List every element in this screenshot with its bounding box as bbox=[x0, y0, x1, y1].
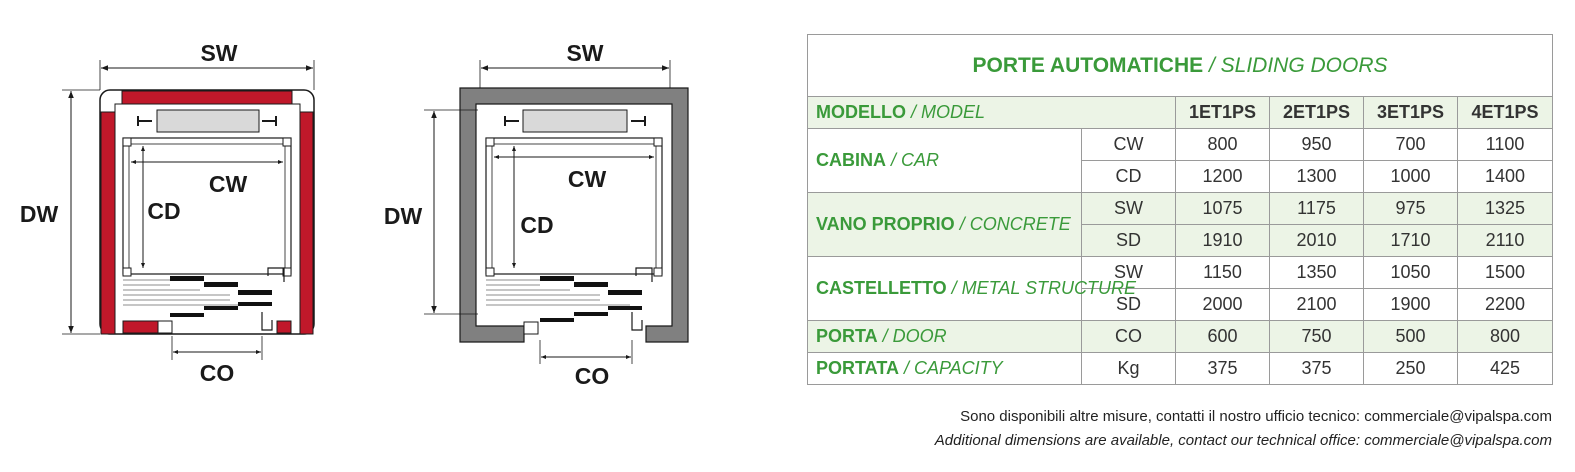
value-cell: 1400 bbox=[1456, 160, 1554, 193]
value-cell: 375 bbox=[1269, 352, 1364, 385]
table-row: CASTELLETTO / METAL STRUCTURE SW 1150 13… bbox=[807, 256, 1554, 321]
value-cell: 1325 bbox=[1456, 192, 1554, 225]
group-label-sub: / CAPACITY bbox=[899, 358, 1003, 378]
header-label: MODELLO / MODEL bbox=[807, 96, 1176, 129]
table-title-main: PORTE AUTOMATICHE bbox=[972, 53, 1204, 77]
value-cell: 250 bbox=[1363, 352, 1458, 385]
cw-label: CW bbox=[209, 171, 248, 197]
value-cell: 1000 bbox=[1363, 160, 1458, 193]
value-cell: 2110 bbox=[1456, 224, 1554, 257]
value-cell: 800 bbox=[1175, 128, 1270, 161]
value-cell: 375 bbox=[1175, 352, 1270, 385]
sliding-doors-spec-table: PORTE AUTOMATICHE / SLIDING DOORS MODELL… bbox=[806, 34, 1554, 385]
cd-label: CD bbox=[520, 212, 553, 238]
value-cell: 750 bbox=[1269, 320, 1364, 353]
value-cell: 800 bbox=[1456, 320, 1554, 353]
co-label: CO bbox=[200, 360, 235, 386]
model-header: 1ET1PS bbox=[1175, 96, 1270, 129]
diagram-metal-structure: SW DW CW CD CO bbox=[384, 40, 689, 389]
co-label: CO bbox=[575, 363, 610, 389]
group-label-main: PORTA bbox=[816, 326, 878, 346]
diagram-concrete-shaft: SW DW CW CD CO bbox=[20, 40, 315, 386]
value-cell: 500 bbox=[1363, 320, 1458, 353]
value-cell: 1900 bbox=[1363, 288, 1458, 321]
table-row: SD 2000 2100 1900 2200 bbox=[808, 288, 1554, 321]
value-cell: 1150 bbox=[1175, 256, 1270, 289]
value-cell: 1075 bbox=[1175, 192, 1270, 225]
value-cell: 950 bbox=[1269, 128, 1364, 161]
table-row: CD 1200 1300 1000 1400 bbox=[808, 160, 1554, 193]
value-cell: 425 bbox=[1456, 352, 1554, 385]
cd-label: CD bbox=[147, 198, 180, 224]
group-label-capacity: PORTATA / CAPACITY bbox=[807, 352, 1082, 385]
value-cell: 1200 bbox=[1175, 160, 1270, 193]
value-cell: 1350 bbox=[1269, 256, 1364, 289]
dim-cell: CD bbox=[1081, 160, 1176, 193]
group-label-concrete: VANO PROPRIO / CONCRETE bbox=[807, 192, 1082, 257]
table-row: PORTATA / CAPACITY Kg 375 375 250 425 bbox=[807, 352, 1554, 385]
group-label-car: CABINA / CAR bbox=[807, 128, 1082, 193]
group-label-main: CASTELLETTO bbox=[816, 278, 947, 298]
value-cell: 2200 bbox=[1456, 288, 1554, 321]
dim-cell: SW bbox=[1081, 192, 1176, 225]
value-cell: 600 bbox=[1175, 320, 1270, 353]
value-cell: 1175 bbox=[1269, 192, 1364, 225]
dim-cell: CO bbox=[1081, 320, 1176, 353]
sw-label: SW bbox=[566, 40, 603, 66]
table-row: VANO PROPRIO / CONCRETE SW 1075 1175 975… bbox=[807, 192, 1554, 257]
group-label-sub: / CAR bbox=[886, 150, 940, 170]
table-title-sub: / SLIDING DOORS bbox=[1203, 53, 1388, 77]
group-label-main: PORTATA bbox=[816, 358, 899, 378]
group-label-sub: / CONCRETE bbox=[954, 214, 1071, 234]
group-label-door: PORTA / DOOR bbox=[807, 320, 1082, 353]
header-label-main: MODELLO bbox=[816, 102, 906, 122]
table-row: CABINA / CAR CW 800 950 700 1100 bbox=[807, 128, 1554, 193]
value-cell: 1910 bbox=[1175, 224, 1270, 257]
group-label-sub: / METAL STRUCTURE bbox=[946, 278, 1137, 298]
model-header: 2ET1PS bbox=[1269, 96, 1364, 129]
dim-cell: CW bbox=[1081, 128, 1176, 161]
header-row: MODELLO / MODEL 1ET1PS 2ET1PS 3ET1PS 4ET… bbox=[807, 96, 1554, 129]
dim-cell: Kg bbox=[1081, 352, 1176, 385]
model-header: 3ET1PS bbox=[1363, 96, 1458, 129]
value-cell: 1500 bbox=[1456, 256, 1554, 289]
value-cell: 2000 bbox=[1175, 288, 1270, 321]
dw-label: DW bbox=[384, 203, 423, 229]
value-cell: 1710 bbox=[1363, 224, 1458, 257]
value-cell: 975 bbox=[1363, 192, 1458, 225]
group-label-sub: / DOOR bbox=[877, 326, 947, 346]
table-row: PORTA / DOOR CO 600 750 500 800 bbox=[807, 320, 1554, 353]
sw-label: SW bbox=[200, 40, 237, 66]
value-cell: 2100 bbox=[1269, 288, 1364, 321]
footer-note-english: Additional dimensions are available, con… bbox=[934, 432, 1552, 449]
value-cell: 2010 bbox=[1269, 224, 1364, 257]
dim-cell: SD bbox=[1081, 224, 1176, 257]
dw-label: DW bbox=[20, 201, 59, 227]
value-cell: 1100 bbox=[1456, 128, 1554, 161]
value-cell: 700 bbox=[1363, 128, 1458, 161]
group-label-metal-structure: CASTELLETTO / METAL STRUCTURE bbox=[807, 256, 1136, 321]
footer-note-italian: Sono disponibili altre misure, contatti … bbox=[960, 408, 1552, 425]
footer-note: Sono disponibili altre misure, contatti … bbox=[935, 405, 1552, 453]
group-label-main: VANO PROPRIO bbox=[816, 214, 955, 234]
group-label-main: CABINA bbox=[816, 150, 886, 170]
value-cell: 1300 bbox=[1269, 160, 1364, 193]
table-title: PORTE AUTOMATICHE / SLIDING DOORS bbox=[806, 34, 1554, 97]
cw-label: CW bbox=[568, 166, 607, 192]
model-header: 4ET1PS bbox=[1456, 96, 1554, 129]
shaft-walls bbox=[100, 90, 314, 335]
lift-plan-diagrams: SW DW CW CD CO bbox=[20, 40, 689, 389]
value-cell: 1050 bbox=[1363, 256, 1458, 289]
table-row: SD 1910 2010 1710 2110 bbox=[808, 224, 1554, 257]
header-label-sub: / MODEL bbox=[906, 102, 986, 122]
